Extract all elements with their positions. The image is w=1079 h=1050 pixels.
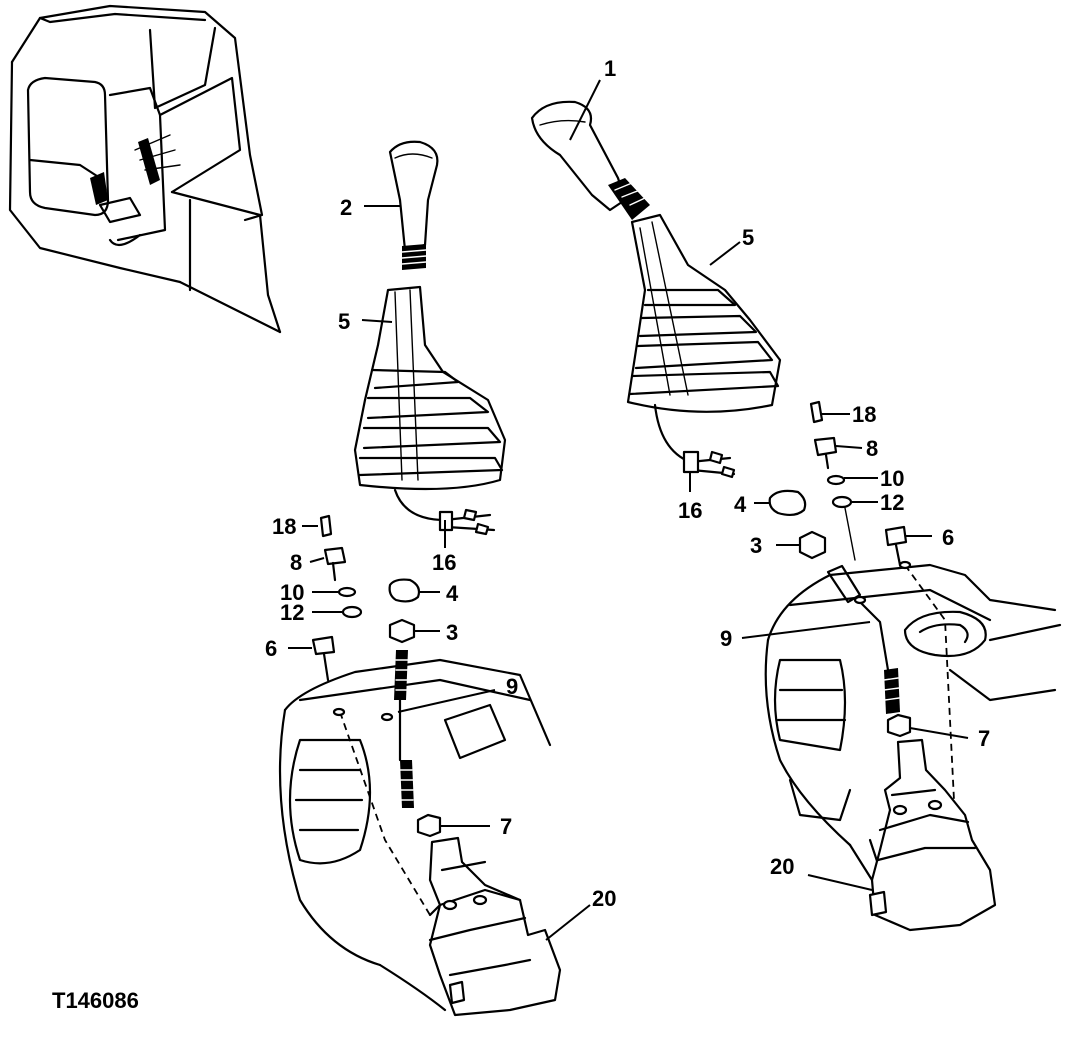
callout-left-2: 2 bbox=[340, 195, 352, 220]
left-clamp-4 bbox=[388, 578, 421, 603]
right-nut-3 bbox=[798, 530, 827, 560]
left-washer-10 bbox=[337, 586, 357, 598]
left-nut-3 bbox=[388, 618, 416, 644]
callout-left-4: 4 bbox=[446, 581, 459, 606]
callout-left-7: 7 bbox=[500, 814, 512, 839]
right-control-lever-assembly bbox=[530, 100, 1062, 932]
leader-lines bbox=[288, 79, 969, 941]
left-pilot-valve-20 bbox=[428, 836, 562, 1017]
callout-right-6: 6 bbox=[942, 525, 954, 550]
callout-right-4: 4 bbox=[734, 492, 747, 517]
callout-left-18: 18 bbox=[272, 514, 296, 539]
callout-right-20: 20 bbox=[770, 854, 794, 879]
right-pilot-valve-20 bbox=[870, 738, 997, 932]
callout-right-8: 8 bbox=[866, 436, 878, 461]
right-boot bbox=[626, 213, 782, 413]
left-pin-18 bbox=[319, 514, 333, 538]
right-handle bbox=[530, 100, 627, 212]
callout-right-1: 1 bbox=[604, 56, 616, 81]
callout-right-10: 10 bbox=[880, 466, 904, 491]
callout-left-20: 20 bbox=[592, 886, 616, 911]
left-nut-7 bbox=[416, 813, 442, 838]
callout-right-12: 12 bbox=[880, 490, 904, 515]
callout-left-10: 10 bbox=[280, 580, 304, 605]
right-clamp-4 bbox=[768, 489, 807, 517]
callout-left-5: 5 bbox=[338, 309, 350, 334]
callout-labels: 2 5 16 18 8 10 12 4 3 6 9 7 20 1 5 18 8 … bbox=[265, 56, 990, 911]
right-bolt-6 bbox=[884, 525, 908, 547]
callout-right-7: 7 bbox=[978, 726, 990, 751]
callout-left-12: 12 bbox=[280, 600, 304, 625]
callout-right-16: 16 bbox=[678, 498, 702, 523]
callout-right-9: 9 bbox=[720, 626, 732, 651]
left-bolt-6 bbox=[311, 635, 336, 656]
left-bolt-8 bbox=[323, 546, 347, 566]
cab-locator-inset bbox=[8, 4, 282, 334]
left-control-lever-assembly bbox=[278, 140, 562, 1017]
right-pin-18 bbox=[809, 400, 824, 424]
callout-left-9: 9 bbox=[506, 674, 518, 699]
callout-left-8: 8 bbox=[290, 550, 302, 575]
left-washer-12 bbox=[341, 605, 363, 619]
callout-left-16: 16 bbox=[432, 550, 456, 575]
callout-left-3: 3 bbox=[446, 620, 458, 645]
right-bolt-8 bbox=[813, 436, 838, 457]
left-handle bbox=[388, 140, 439, 252]
right-nut-7 bbox=[886, 713, 912, 738]
callout-right-5: 5 bbox=[742, 225, 754, 250]
callout-right-18: 18 bbox=[852, 402, 876, 427]
callout-right-3: 3 bbox=[750, 533, 762, 558]
figure-id: T146086 bbox=[52, 988, 139, 1013]
right-washer-12 bbox=[831, 495, 853, 509]
callout-left-6: 6 bbox=[265, 636, 277, 661]
left-boot bbox=[353, 285, 507, 491]
right-washer-10 bbox=[826, 474, 846, 486]
